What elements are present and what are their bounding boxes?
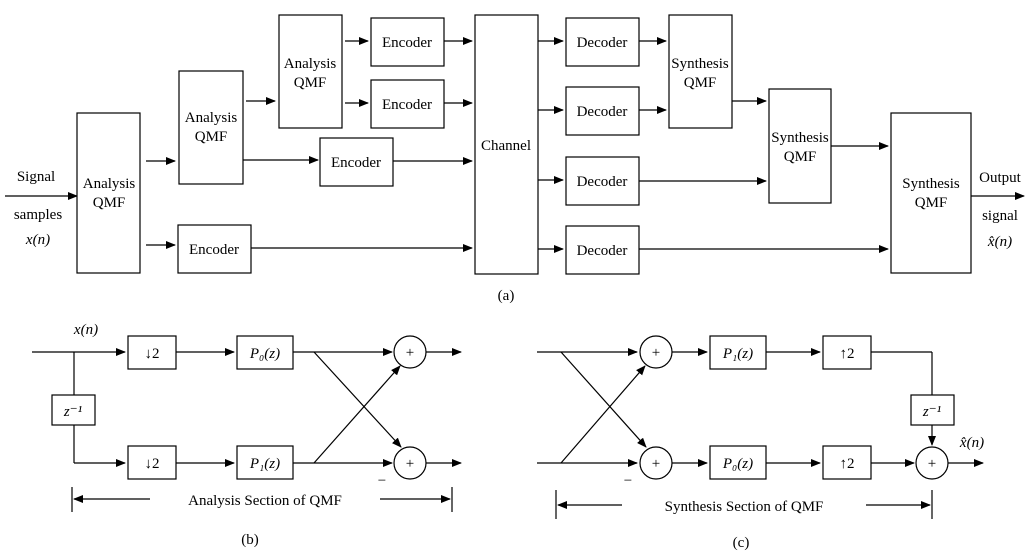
b-minus-sign: − [378, 473, 386, 489]
output-signal-label-1: Output [979, 170, 1022, 186]
encoder-4-label: Encoder [189, 242, 239, 258]
encoder-3-label: Encoder [331, 155, 381, 171]
b-downsample-bottom-label: ↓2 [145, 456, 160, 472]
b-p0-label: P₀(z) [249, 346, 280, 362]
input-signal-label-3: x(n) [25, 232, 50, 248]
encoder-1 [370, 17, 445, 67]
analysis-qmf-1 [76, 112, 141, 274]
decoder-1 [565, 17, 640, 67]
b-sum-top-label: + [406, 345, 414, 361]
analysis-qmf-3-label-1: Analysis [284, 56, 337, 72]
c-upsample-top [822, 335, 872, 370]
output-signal-label-3: x̂(n) [987, 234, 1012, 250]
b-sum-bottom-label: + [406, 456, 414, 472]
c-cross-up [560, 365, 646, 464]
caption-b: (b) [241, 532, 259, 548]
b-p0-box [236, 335, 294, 370]
decoder-2-label: Decoder [577, 104, 628, 120]
c-output-label: x̂(n) [959, 435, 984, 451]
c-section-label: Synthesis Section of QMF [665, 499, 824, 515]
analysis-qmf-2-label-2: QMF [195, 129, 228, 145]
analysis-qmf-2-label-1: Analysis [185, 110, 238, 126]
encoder-1-label: Encoder [382, 35, 432, 51]
encoder-4 [177, 224, 252, 274]
encoder-3 [319, 137, 394, 187]
diagram-c: + + − P₁(z) P₀(z) ↑2 ↑2 z⁻¹ + x̂(n) Synt… [537, 335, 984, 551]
decoder-4-label: Decoder [577, 243, 628, 259]
decoder-2 [565, 86, 640, 136]
c-p1-box [709, 335, 767, 370]
b-delay-label: z⁻¹ [63, 404, 83, 420]
encoder-2 [370, 79, 445, 129]
c-sum-top-label: + [652, 345, 660, 361]
decoder-4 [565, 225, 640, 275]
c-cross-down [560, 351, 647, 448]
analysis-qmf-3-label-2: QMF [294, 75, 327, 91]
synthesis-qmf-3-label-1: Synthesis [902, 176, 960, 192]
c-p1-label: P₁(z) [722, 346, 753, 362]
input-signal-label-2: samples [14, 207, 62, 223]
decoder-3 [565, 156, 640, 206]
synthesis-qmf-1-label-2: QMF [684, 75, 717, 91]
b-downsample-top [127, 335, 177, 370]
encoder-2-label: Encoder [382, 97, 432, 113]
b-cross-up [313, 365, 401, 464]
b-downsample-top-label: ↓2 [145, 346, 160, 362]
b-delay-box [51, 394, 96, 426]
c-sum-out-label: + [928, 456, 936, 472]
synthesis-qmf-1 [668, 14, 733, 129]
c-p0-label: P₀(z) [722, 456, 753, 472]
output-signal-label-2: signal [982, 208, 1018, 224]
b-cross-down [313, 351, 402, 448]
b-p1-box [236, 445, 294, 480]
decoder-3-label: Decoder [577, 174, 628, 190]
input-xn-label: x(n) [73, 322, 98, 338]
c-delay-label: z⁻¹ [922, 404, 942, 420]
input-signal-label-1: Signal [17, 169, 55, 185]
b-p1-label: P₁(z) [249, 456, 280, 472]
synthesis-qmf-2 [768, 88, 832, 204]
b-section-label: Analysis Section of QMF [188, 493, 342, 509]
c-sum-bottom-label: + [652, 456, 660, 472]
channel-label: Channel [481, 138, 531, 154]
caption-c: (c) [733, 535, 750, 551]
decoder-1-label: Decoder [577, 35, 628, 51]
synthesis-qmf-1-label-1: Synthesis [671, 56, 729, 72]
caption-a: (a) [498, 288, 515, 304]
diagram-b: x(n) z⁻¹ ↓2 ↓2 P₀(z) P₁(z) + + − Analysi… [32, 322, 462, 548]
synthesis-qmf-3 [890, 112, 972, 274]
c-delay-box [910, 394, 955, 426]
c-upsample-bottom [822, 445, 872, 480]
analysis-qmf-1-label-1: Analysis [83, 176, 136, 192]
c-upsample-top-label: ↑2 [840, 346, 855, 362]
analysis-qmf-2 [178, 70, 244, 185]
c-minus-sign: − [624, 473, 632, 489]
diagram-a: Signal samples x(n) Analysis QMF Analysi… [5, 14, 1025, 304]
channel [474, 14, 539, 275]
synthesis-qmf-3-label-2: QMF [915, 195, 948, 211]
synthesis-qmf-2-label-1: Synthesis [771, 130, 829, 146]
analysis-qmf-1-label-2: QMF [93, 195, 126, 211]
synthesis-qmf-2-label-2: QMF [784, 149, 817, 165]
b-downsample-bottom [127, 445, 177, 480]
analysis-qmf-3 [278, 14, 343, 129]
c-upsample-bottom-label: ↑2 [840, 456, 855, 472]
